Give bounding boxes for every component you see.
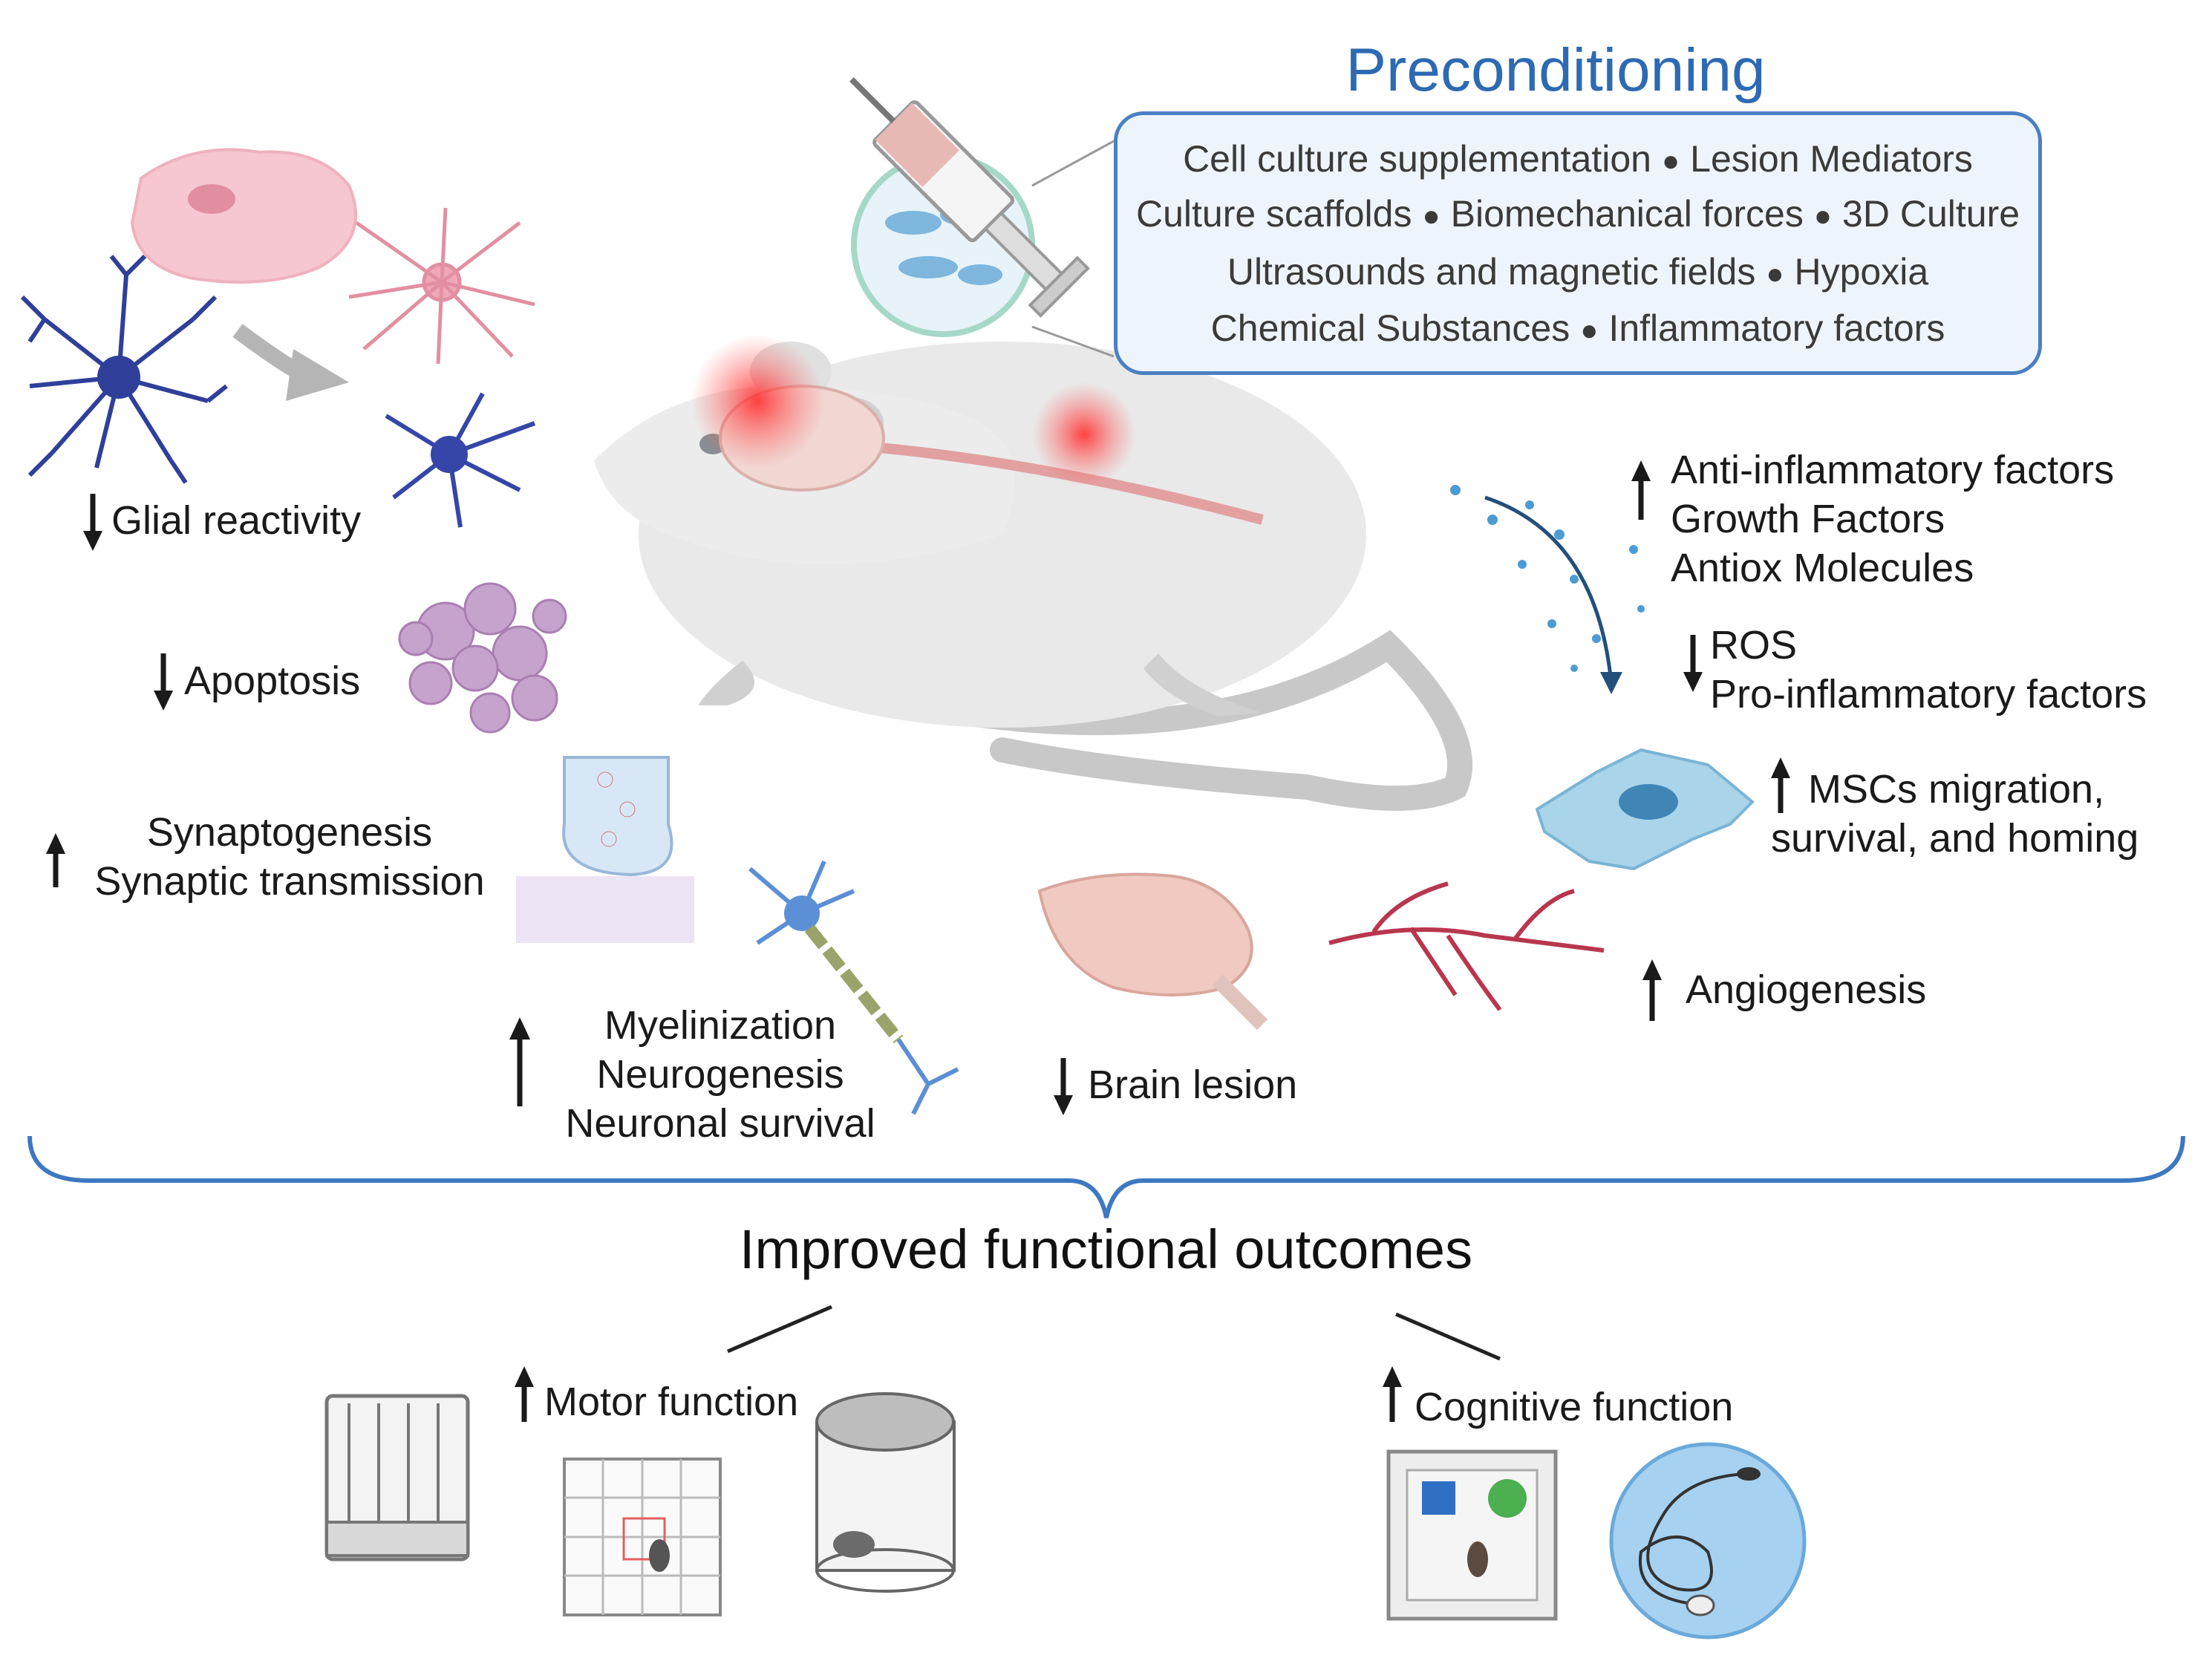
ros-label: ROS xyxy=(1710,623,1798,668)
angiogenesis-label: Angiogenesis xyxy=(1686,967,1927,1012)
open-field-icon xyxy=(563,1458,722,1616)
msc-migration-label: MSCs migration, xyxy=(1808,767,2105,812)
preconditioning-row-1: Cell culture supplementation ● Lesion Medi… xyxy=(1118,137,2038,180)
bullet-icon: ● xyxy=(1766,258,1784,291)
cylinder-test-icon xyxy=(815,1392,956,1593)
msc-survival-label: survival, and homing xyxy=(1771,816,2139,861)
preconditioning-title: Preconditioning xyxy=(1345,36,1766,104)
arrow-icons xyxy=(46,460,1790,1422)
transform-arrow-icon xyxy=(232,324,349,401)
bullet-icon: ● xyxy=(1422,200,1441,233)
rat-illustration xyxy=(594,334,1472,811)
apoptosis-label: Apoptosis xyxy=(184,659,361,703)
antiox-molecules-label: Antiox Molecules xyxy=(1671,546,1974,590)
rotarod-icon xyxy=(324,1394,470,1562)
anti-inflammatory-label: Anti-inflammatory factors xyxy=(1671,448,2115,492)
brain-icon xyxy=(1037,872,1268,1031)
outcomes-title: Improved functional outcomes xyxy=(739,1218,1473,1280)
apoptosis-cluster-icon xyxy=(398,582,567,734)
brain-lesion-label: Brain lesion xyxy=(1088,1063,1298,1107)
water-maze-icon xyxy=(1609,1442,1807,1639)
myelinated-neuron-icon xyxy=(748,860,959,1115)
astrocyte-icon xyxy=(385,392,536,528)
blue-astrocyte-icon xyxy=(20,254,228,484)
preconditioning-row-4: Chemical Substances ● Inflammatory factors xyxy=(1118,307,2038,350)
motor-connector xyxy=(727,1305,832,1354)
synaptogenesis-label: Synaptogenesis xyxy=(146,810,433,855)
pro-inflammatory-label: Pro-inflammatory factors xyxy=(1710,672,2147,717)
myelinization-label: Myelinization xyxy=(604,1003,837,1048)
blood-vessel-icon xyxy=(1328,881,1605,1011)
bullet-icon: ● xyxy=(1580,314,1599,347)
precond-item: Chemical Substances xyxy=(1210,307,1570,349)
secretome-particles-icon xyxy=(1450,485,1645,694)
neurogenesis-label: Neurogenesis xyxy=(596,1052,844,1097)
glial-reactivity-label: Glial reactivity xyxy=(111,498,362,543)
neuronal-survival-label: Neuronal survival xyxy=(565,1101,875,1146)
bullet-icon: ● xyxy=(1813,200,1833,233)
msc-cell-icon xyxy=(1535,748,1755,871)
summary-brace xyxy=(27,1135,2185,1218)
syringe-icon xyxy=(849,77,1115,358)
precond-item: Hypoxia xyxy=(1794,251,1929,293)
precond-item: 3D Culture xyxy=(1842,193,2020,235)
bullet-icon: ● xyxy=(1661,145,1680,178)
preconditioning-row-2: Culture scaffolds ● Biomechanical forces ● 3… xyxy=(1118,192,2038,235)
reactive-astrocyte-icon xyxy=(348,207,535,365)
preconditioning-row-3: Ultrasounds and magnetic fields ● Hypoxia xyxy=(1118,250,2038,293)
cognitive-connector xyxy=(1395,1312,1501,1361)
precond-item: Inflammatory factors xyxy=(1608,307,1945,349)
precond-item: Culture scaffolds xyxy=(1135,193,1412,235)
precond-item: Ultrasounds and magnetic fields xyxy=(1227,251,1756,293)
cognitive-function-label: Cognitive function xyxy=(1415,1385,1734,1429)
fibroblast-cell-icon xyxy=(130,148,357,284)
object-recognition-icon xyxy=(1386,1449,1558,1621)
precond-item: Cell culture supplementation xyxy=(1183,138,1651,180)
preconditioning-box: Cell culture supplementation ● Lesion Medi… xyxy=(1114,111,2042,375)
precond-item: Lesion Mediators xyxy=(1690,138,1973,180)
synapse-icon xyxy=(516,756,694,943)
motor-function-label: Motor function xyxy=(544,1380,799,1424)
precond-item: Biomechanical forces xyxy=(1450,193,1804,235)
growth-factors-label: Growth Factors xyxy=(1671,497,1945,541)
synaptic-transmission-label: Synaptic transmission xyxy=(94,859,485,904)
